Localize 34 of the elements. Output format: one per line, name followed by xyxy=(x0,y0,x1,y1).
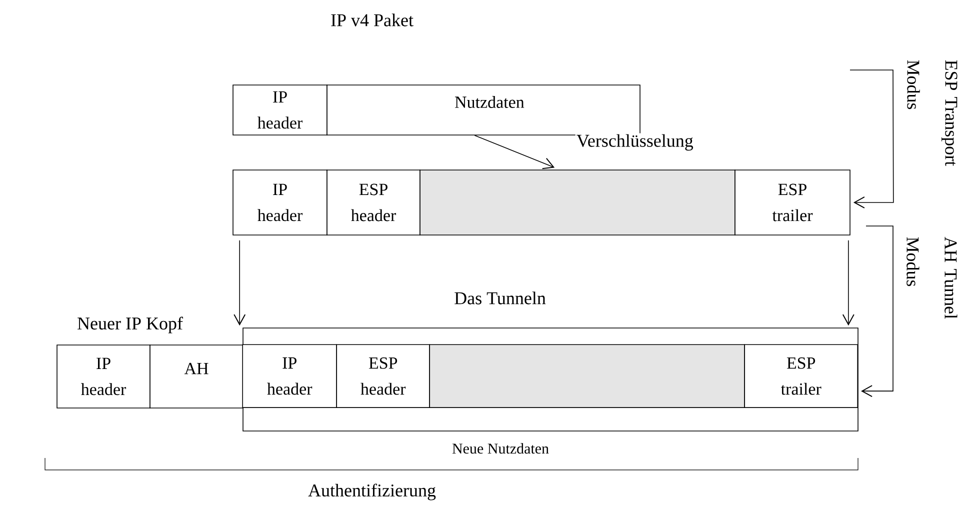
node-label: ESP trailer xyxy=(780,357,822,395)
section-label: Authentifizierung xyxy=(308,484,436,500)
node-label: ESP header xyxy=(360,357,406,395)
node-label: IP header xyxy=(258,91,303,129)
packet-field xyxy=(744,344,858,408)
title: IP v4 Paket xyxy=(331,14,414,26)
node-label: Nutzdaten xyxy=(454,96,524,108)
packet-field xyxy=(734,170,850,236)
edge-label: Verschlüsselung xyxy=(575,133,694,152)
node-label: IP header xyxy=(258,184,303,222)
bracket-arrow xyxy=(850,70,894,208)
packet-field xyxy=(326,170,420,236)
packet-field xyxy=(232,84,328,136)
node-label: IP header xyxy=(81,358,126,396)
section-label: Neuer IP Kopf xyxy=(78,316,183,334)
node-label: AH xyxy=(184,362,208,374)
edge-label: ESP Transport Modus xyxy=(907,60,958,166)
node-label: Neue Nutzdaten xyxy=(452,443,549,454)
shaded-field xyxy=(429,344,745,408)
packet-field xyxy=(242,344,337,408)
arrow xyxy=(474,134,555,170)
packet-field xyxy=(336,344,430,408)
packet-field xyxy=(56,344,150,408)
arrow xyxy=(842,240,854,326)
packet-field xyxy=(150,344,244,408)
node-label: ESP trailer xyxy=(772,184,813,222)
bracket-arrow xyxy=(861,226,894,398)
edge-label: AH Tunnel Modus xyxy=(906,236,958,319)
node-label: IP header xyxy=(267,357,312,395)
arrow xyxy=(234,240,246,326)
shaded-field xyxy=(420,170,736,236)
packet-field xyxy=(232,170,328,236)
node-label: ESP header xyxy=(351,184,396,222)
process-label: Das Tunneln xyxy=(454,292,546,304)
